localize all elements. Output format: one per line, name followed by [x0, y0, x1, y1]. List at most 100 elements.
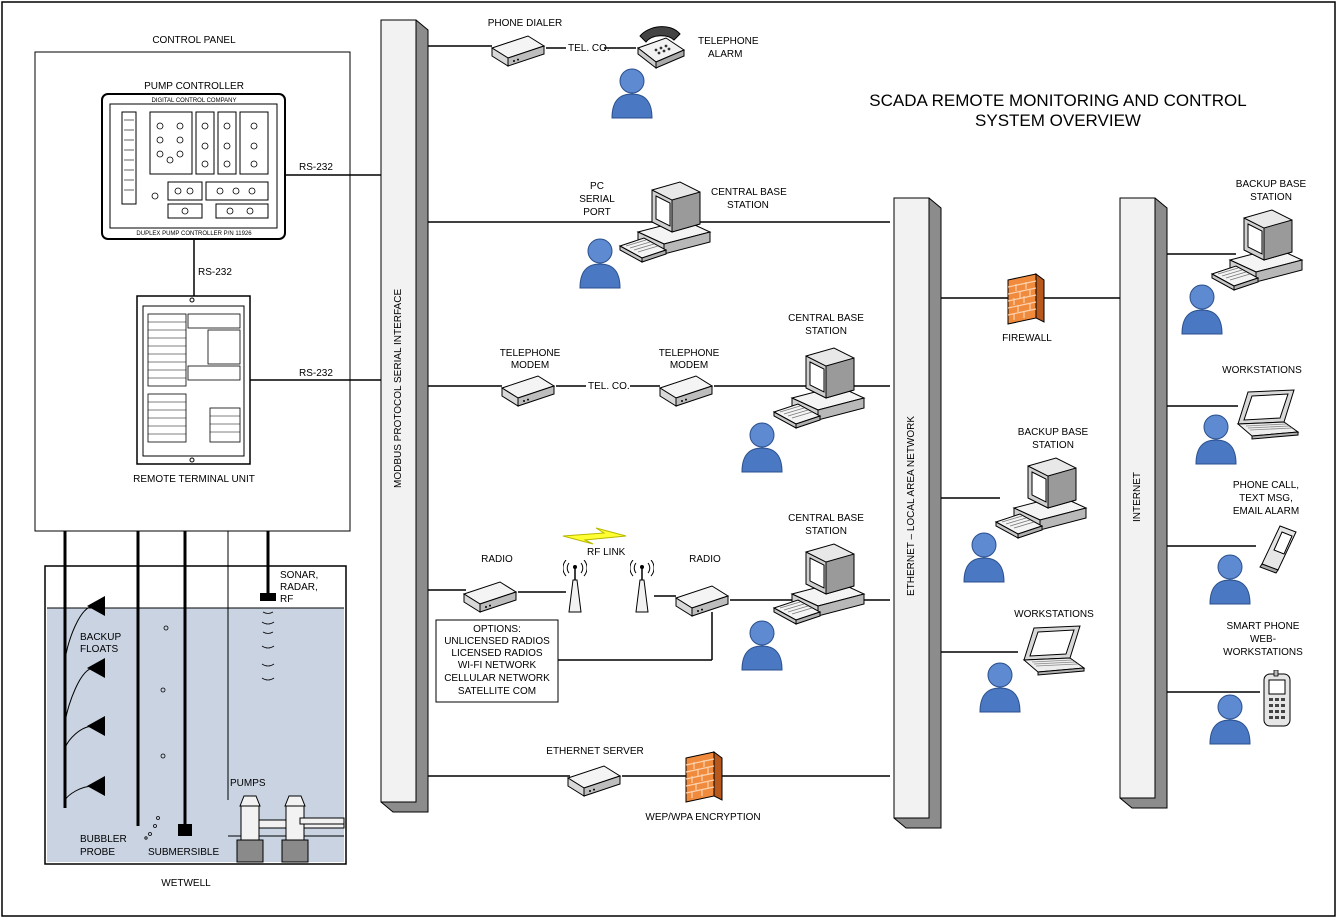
central-station-3-label-1: CENTRAL BASE [788, 513, 864, 524]
smartphone-label-2: WEB- [1250, 634, 1276, 645]
pc-serial-port-label-3: PORT [583, 207, 611, 218]
person-icon [611, 68, 653, 119]
sonar-sensor [260, 593, 276, 601]
person-icon [741, 422, 783, 473]
person-icon [1181, 284, 1223, 335]
option-line-6: SATELLITE COM [458, 686, 536, 697]
submersible-sensor [178, 824, 192, 836]
cell-phone-icon [1259, 525, 1297, 574]
central-base-station-computer-icon [773, 543, 865, 625]
control-panel-label: CONTROL PANEL [152, 35, 236, 46]
lan-backup-label-2: STATION [1032, 440, 1074, 451]
backup-floats-label-1: BACKUP [80, 632, 121, 643]
diagram-title-line1: SCADA REMOTE MONITORING AND CONTROL [869, 91, 1247, 110]
telephone-icon [637, 26, 685, 69]
options-box [435, 619, 559, 703]
phone-dialer-icon [491, 35, 545, 67]
link-pc-bus-label: RS-232 [299, 162, 333, 173]
rtu-label: REMOTE TERMINAL UNIT [133, 474, 255, 485]
backup-floats-label-2: FLOATS [80, 644, 118, 655]
smartphone-label-3: WORKSTATIONS [1223, 647, 1303, 658]
modbus-bus-label: MODBUS PROTOCOL SERIAL INTERFACE [393, 289, 404, 488]
radio-1-label: RADIO [481, 554, 513, 565]
link-pc-rtu-label: RS-232 [198, 267, 232, 278]
central-station-3-label-2: STATION [805, 526, 847, 537]
smart-phone-icon [1263, 670, 1291, 727]
phone-call-label-1: PHONE CALL, [1233, 480, 1299, 491]
telco-label-2: TEL. CO. [588, 381, 630, 392]
internet-backup-label-1: BACKUP BASE [1236, 179, 1307, 190]
lan-bus-label: ETHERNET – LOCAL AREA NETWORK [906, 416, 917, 596]
pumps-group [228, 795, 345, 863]
telephone-alarm-label-2: ALARM [708, 49, 742, 60]
antenna-icon [563, 560, 587, 613]
pump-controller-label: PUMP CONTROLLER [144, 81, 244, 92]
sonar-waves [261, 611, 275, 681]
option-line-2: UNLICENSED RADIOS [444, 636, 550, 647]
phone-call-label-3: EMAIL ALARM [1233, 506, 1299, 517]
telephone-modem-2-icon [659, 375, 713, 407]
pump-controller-company: DIGITAL CONTROL COMPANY [151, 98, 236, 104]
laptop-icon [1023, 625, 1085, 676]
laptop-icon [1237, 389, 1299, 440]
sonar-label-3: RF [280, 594, 293, 605]
pumps-label: PUMPS [230, 778, 266, 789]
rf-lightning-icon [562, 527, 627, 545]
internet-bus-label: INTERNET [1132, 472, 1143, 522]
option-line-4: WI-FI NETWORK [458, 660, 537, 671]
pc-serial-port-label-2: SERIAL [579, 194, 615, 205]
person-icon [1209, 554, 1251, 605]
pc-serial-port-label-1: PC [590, 181, 604, 192]
ethernet-server-icon [567, 765, 621, 797]
central-station-2-label-1: CENTRAL BASE [788, 313, 864, 324]
wetwell-label: WETWELL [161, 878, 211, 889]
modem-1-label-1: TELEPHONE [500, 348, 561, 359]
telephone-modem-1-icon [501, 375, 555, 407]
antenna-icon [630, 560, 654, 613]
pump-controller-part: DUPLEX PUMP CONTROLLER P/N 11926 [136, 231, 252, 237]
modem-2-label-1: TELEPHONE [659, 348, 720, 359]
phone-call-label-2: TEXT MSG, [1239, 493, 1293, 504]
central-station-2-label-2: STATION [805, 326, 847, 337]
ethernet-lan-bus [893, 197, 942, 829]
bubbler-label-2: PROBE [80, 847, 115, 858]
link-rtu-bus-label: RS-232 [299, 368, 333, 379]
internet-backup-label-2: STATION [1250, 192, 1292, 203]
radio-1-icon [463, 581, 517, 613]
lan-backup-label-1: BACKUP BASE [1018, 427, 1089, 438]
firewall-label: FIREWALL [1002, 333, 1052, 344]
pump-controller-device: DIGITAL CONTROL COMPANY DUPLEX PUMP CONT… [101, 93, 286, 240]
person-icon [1209, 694, 1251, 745]
option-line-1: OPTIONS: [473, 624, 521, 635]
smartphone-label-1: SMART PHONE [1227, 621, 1300, 632]
sonar-label-2: RADAR, [280, 582, 318, 593]
central-station-1-label-1: CENTRAL BASE [711, 187, 787, 198]
lan-workstations-label: WORKSTATIONS [1014, 609, 1094, 620]
ethernet-server-label: ETHERNET SERVER [546, 746, 643, 757]
backup-base-station-computer-icon [995, 457, 1087, 539]
radio-2-label: RADIO [689, 554, 721, 565]
person-icon [1195, 414, 1237, 465]
option-line-3: LICENSED RADIOS [451, 648, 542, 659]
bubbles [144, 625, 169, 840]
person-icon [579, 238, 621, 289]
diagram-title-line2: SYSTEM OVERVIEW [975, 111, 1141, 130]
telco-label-1: TEL. CO. [568, 43, 610, 54]
telephone-alarm-label-1: TELEPHONE [698, 36, 759, 47]
wep-firewall-icon [685, 751, 723, 803]
modbus-bus [380, 19, 429, 813]
bubbler-label-1: BUBBLER [80, 834, 127, 845]
modem-2-label-2: MODEM [670, 360, 708, 371]
sonar-label-1: SONAR, [280, 570, 318, 581]
modem-1-label-2: MODEM [511, 360, 549, 371]
rtu-device [136, 295, 251, 465]
phone-dialer-label: PHONE DIALER [488, 18, 562, 29]
rf-link-label: RF LINK [587, 547, 626, 558]
radio-2-icon [675, 585, 729, 617]
encryption-label: WEP/WPA ENCRYPTION [645, 812, 760, 823]
central-base-station-computer-icon [773, 347, 865, 429]
submersible-label: SUBMERSIBLE [148, 847, 219, 858]
